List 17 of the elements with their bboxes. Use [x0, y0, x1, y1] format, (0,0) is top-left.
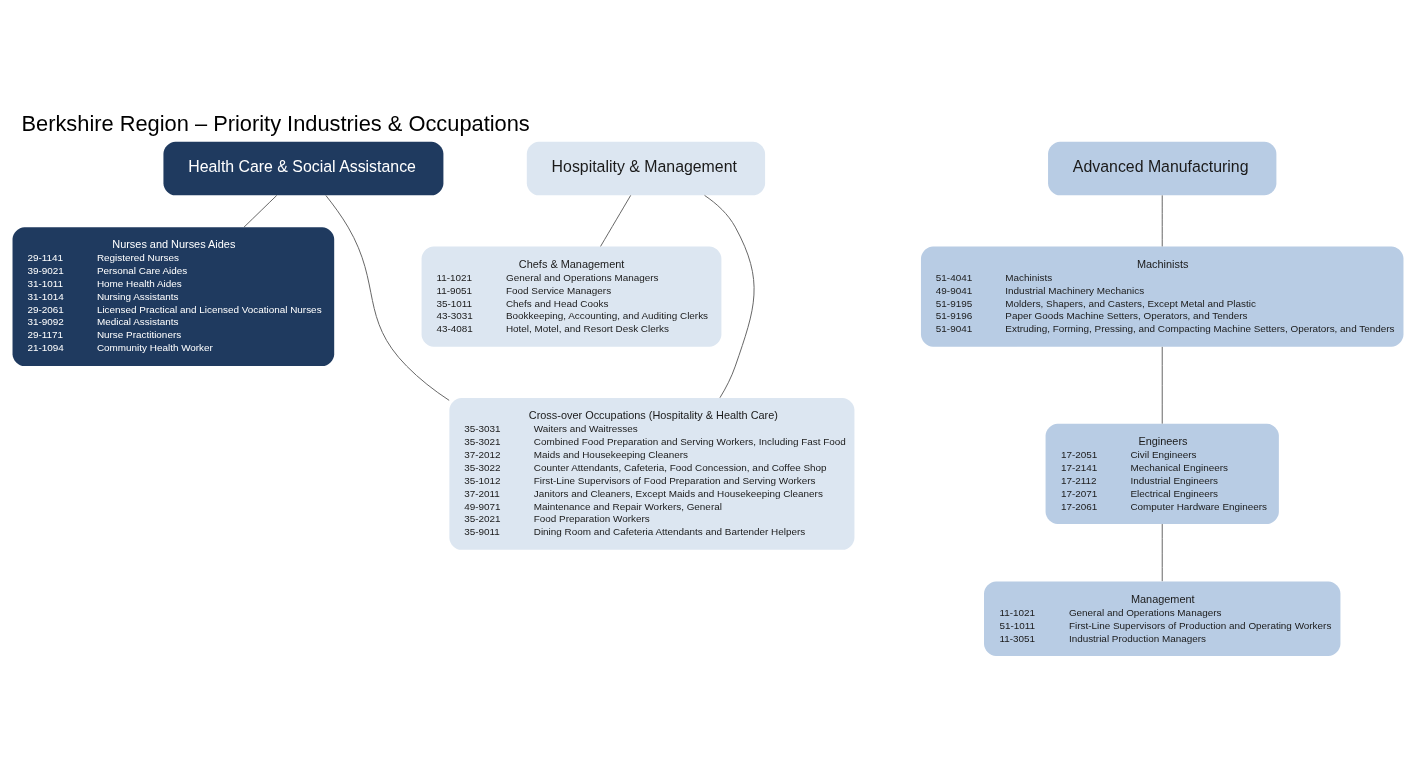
node-box: Advanced Manufacturing: [1048, 141, 1277, 196]
connector: [1161, 523, 1163, 582]
connector: [243, 194, 278, 228]
node-box: Health Care & Social Assistance: [163, 141, 444, 196]
connector: [1161, 346, 1163, 425]
diagram-title: Berkshire Region – Priority Industries & Occupations: [21, 111, 530, 137]
node-box: Management 11-1021 General and Operations Managers 51-1011 First-Line Supervisors of Production and Operating Workers 11-3051 Industrial Production Managers: [984, 581, 1341, 657]
node-box: Machinists 51-4041 Machinists 49-9041 Industrial Machinery Mechanics 51-9195 Molders, Shapers, and Casters, Except Metal and Plastic 51-9196 Paper Goods Machine Setters, Operators, and Tenders 51-9041 Extruding, Forming, Pressing, and Compacting Machine Setters, Operators, and Tenders: [920, 246, 1404, 347]
node-box: Engineers 17-2051 Civil Engineers 17-2141 Mechanical Engineers 17-2112 Industrial Engineers 17-2071 Electrical Engineers 17-2061 Computer Hardware Engineers: [1045, 423, 1279, 524]
node-box: Chefs & Management 11-1021 General and Operations Managers 11-9051 Food Service Managers 35-1011 Chefs and Head Cooks 43-3031 Bookkeeping, Accounting, and Auditing Clerks 43-4081 Hotel, Motel, and Resort Desk Clerks: [421, 246, 722, 347]
node-box: Cross-over Occupations (Hospitality & Health Care) 35-3031 Waiters and Waitresses 35-3021 Combined Food Preparation and Serving Workers, Including Fast Food 37-2012 Maids and Housekeeping Cleaners 35-3022 Counter Attendants, Cafeteria, Food Concession, and Coffee Shop 35-1012 First-Line Supervisors of Food Preparation and Serving Workers 37-2011 Janitors and Cleaners, Except Maids and Housekeeping Cleaners 49-9071 Maintenance and Repair Workers, General 35-2021 Food Preparation Workers 35-9011 Dining Room and Cafeteria Attendants and Bartender Helpers: [449, 397, 855, 550]
connector: [1161, 194, 1163, 247]
node-box: Nurses and Nurses Aides 29-1141 Registered Nurses 39-9021 Personal Care Aides 31-1011 Home Health Aides 31-1014 Nursing Assistants 29-2061 Licensed Practical and Licensed Vocational Nurses 31-9092 Medical Assistants 29-1171 Nurse Practitioners 21-1094 Community Health Worker: [12, 227, 335, 367]
connector: [600, 194, 632, 247]
connector: [325, 194, 450, 401]
connector: [704, 194, 755, 399]
node-box: Hospitality & Management: [526, 141, 766, 196]
